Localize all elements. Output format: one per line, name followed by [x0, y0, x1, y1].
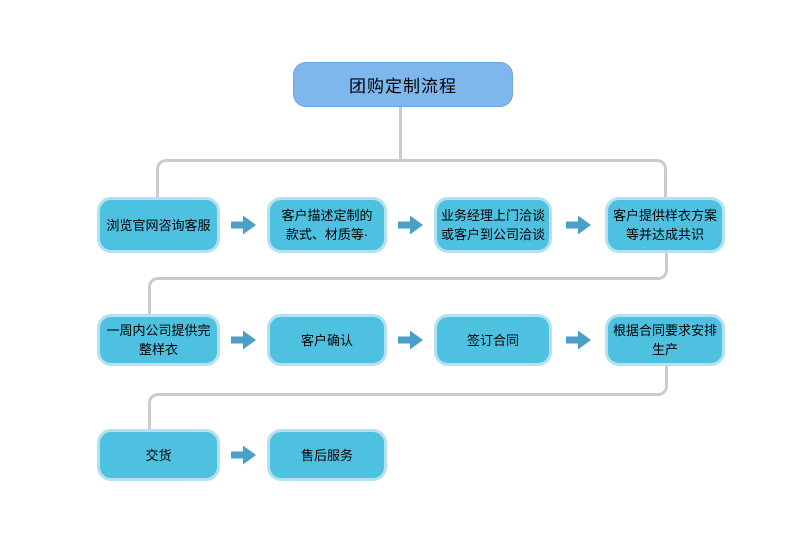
flow-title-label: 团购定制流程 — [349, 77, 457, 96]
flow-step-label: 交货 — [145, 447, 172, 463]
flow-step-label: 一周内公司提供完 整样衣 — [106, 323, 211, 357]
row1-row2-wrap-connector-end — [148, 277, 162, 314]
flow-step-box: 售后服务 — [267, 429, 387, 481]
flow-step-label: 根据合同要求安排 生产 — [612, 323, 717, 357]
flow-step-label: 客户提供样衣方案 等并达成共识 — [612, 208, 717, 242]
flow-step-box: 浏览官网咨询客服 — [97, 197, 220, 253]
flow-step-box: 客户提供样衣方案 等并达成共识 — [605, 197, 725, 253]
row1-bracket-connector — [156, 159, 667, 198]
flow-step-box: 一周内公司提供完 整样衣 — [97, 314, 220, 366]
arrow-right-icon — [566, 215, 591, 235]
arrow-right-icon — [231, 445, 256, 465]
flow-step-label: 浏览官网咨询客服 — [106, 217, 211, 233]
arrow-right-icon — [566, 330, 591, 350]
flow-title-box: 团购定制流程 — [293, 62, 513, 107]
title-stem-connector — [399, 105, 402, 160]
flow-step-box: 客户描述定制的 款式、材质等· — [267, 197, 387, 253]
flow-step-box: 交货 — [97, 429, 220, 481]
flow-step-label: 签订合同 — [466, 332, 519, 348]
row1-row2-wrap-connector — [159, 253, 668, 280]
flow-step-label: 业务经理上门洽谈 或客户到公司洽谈 — [440, 208, 545, 242]
row2-row3-wrap-connector-end — [148, 393, 162, 430]
arrow-right-icon — [231, 215, 256, 235]
flow-step-box: 业务经理上门洽谈 或客户到公司洽谈 — [434, 197, 552, 253]
flow-step-label: 售后服务 — [300, 447, 353, 463]
flow-step-box: 客户确认 — [267, 314, 387, 366]
arrow-right-icon — [398, 215, 423, 235]
arrow-right-icon — [398, 330, 423, 350]
row2-row3-wrap-connector — [159, 365, 668, 396]
flow-step-box: 签订合同 — [434, 314, 552, 366]
flow-step-label: 客户描述定制的 款式、材质等· — [281, 208, 373, 242]
flow-step-label: 客户确认 — [300, 332, 353, 348]
flow-step-box: 根据合同要求安排 生产 — [605, 314, 725, 366]
arrow-right-icon — [231, 330, 256, 350]
